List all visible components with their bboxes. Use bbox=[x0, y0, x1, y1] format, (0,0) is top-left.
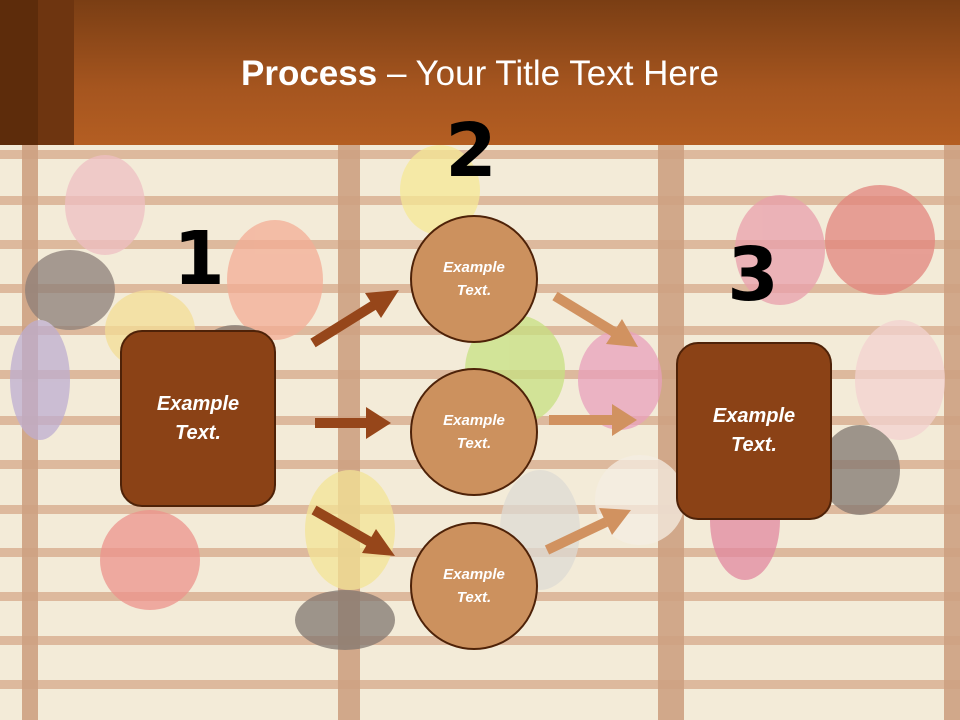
circle-bottom: Example Text. bbox=[410, 522, 538, 650]
right-process-box: Example Text. bbox=[676, 342, 832, 520]
header-accent-strip bbox=[0, 0, 38, 145]
step-number-3: 3 bbox=[727, 232, 779, 318]
circle-top-text: Example Text. bbox=[443, 259, 505, 299]
title-bar: Process – Your Title Text Here bbox=[0, 0, 960, 145]
header-accent-strip bbox=[38, 0, 74, 145]
slide-title-bold: Process bbox=[241, 54, 378, 93]
circle-middle: Example Text. bbox=[410, 368, 538, 496]
circle-middle-text: Example Text. bbox=[443, 412, 505, 452]
slide-title-rest: – Your Title Text Here bbox=[377, 54, 719, 93]
circle-bottom-text: Example Text. bbox=[443, 566, 505, 606]
left-box-text: Example Text. bbox=[156, 392, 240, 444]
circle-top: Example Text. bbox=[410, 215, 538, 343]
right-box-text: Example Text. bbox=[712, 405, 796, 456]
slide-title: Process – Your Title Text Here bbox=[0, 52, 960, 96]
step-number-1: 1 bbox=[173, 216, 225, 302]
left-process-box: Example Text. bbox=[120, 330, 276, 507]
step-number-2: 2 bbox=[445, 108, 497, 194]
